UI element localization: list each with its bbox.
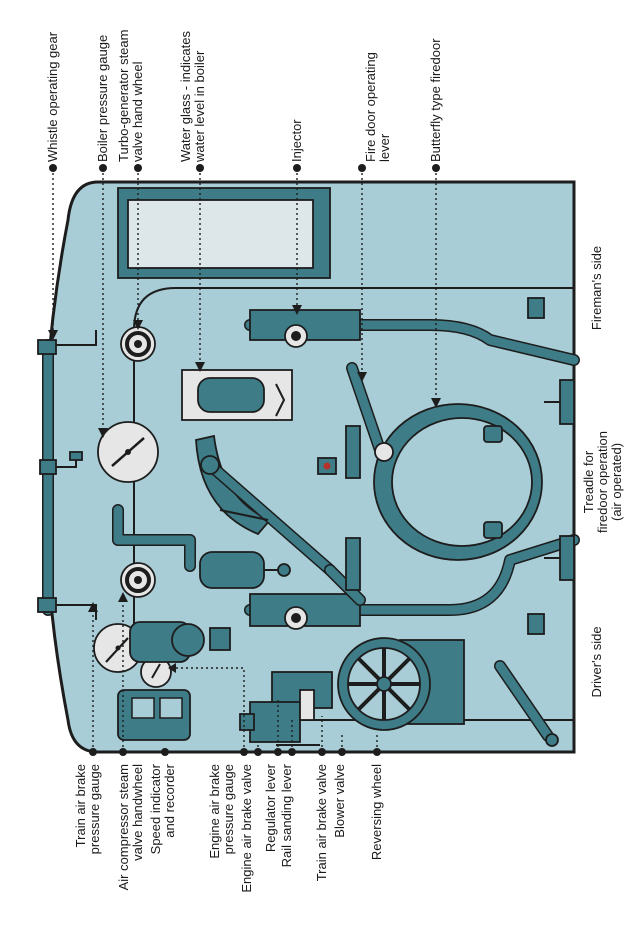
label-aircomp-line2: valve handwheel [130,764,145,861]
upper-panel-window [127,199,314,269]
label-train-gauge-line2: pressure gauge [87,764,102,854]
label-blower: Blower valve [332,764,347,838]
butterfly-firedoor [391,417,533,547]
water-glass-cock [275,383,286,417]
label-aircomp-line1: Air compressor steam [116,764,131,890]
label-water-line2: water level in boiler [192,50,207,163]
label-treadle-line3: (air operated) [609,443,624,521]
whistle-linkage-top [56,330,97,346]
injector-lower [249,593,361,627]
treadle-bracket-4 [527,613,545,635]
label-water-line1: Water glass - indicates [178,30,193,162]
labels-top: Whistle operating gear Boiler pressure g… [45,30,443,163]
injector-pipe-left [113,505,195,571]
label-injector: Injector [289,119,304,162]
treadle-bracket-3 [559,535,575,581]
water-glass [197,377,265,413]
label-turbo-line1: Turbo-generator steam [116,30,131,162]
label-treadle-line2: firedoor operation [595,431,610,533]
label-train-valve: Train air brake valve [314,764,329,881]
treadle-bracket-1 [527,297,545,319]
whistle-handle [69,451,83,461]
label-sanding: Rail sanding lever [279,763,294,867]
whistle-linkage-bottom [56,604,97,620]
label-turbo-line2: valve hand wheel [130,61,145,162]
label-firedoor-line1: Fire door operating [363,52,378,162]
label-treadle-line1: Treadle for [581,450,596,513]
label-drivers-side: Driver's side [589,626,604,697]
label-regulator: Regulator lever [263,763,278,852]
label-eng-valve: Engine air brake valve [239,764,254,893]
label-eng-gauge-line2: pressure gauge [221,764,236,854]
labels-side: Driver's side Treadle for firedoor opera… [581,246,624,698]
leaders-bottom [88,592,381,756]
drivers-side-lever [495,661,553,741]
regulator-lever [205,460,335,575]
blower-valve [299,689,315,721]
labels-bottom: Train air brake pressure gauge Air compr… [73,763,384,892]
label-whistle: Whistle operating gear [45,31,60,162]
leaders-top [48,164,441,438]
label-speed-line1: Speed indicator [148,763,163,854]
whistle-lever [56,458,77,468]
steam-cylinder-left [199,551,265,589]
firedoor-hinge-left [345,425,361,479]
label-train-gauge-line1: Train air brake [73,764,88,847]
upper-steam-pipe [245,320,579,365]
air-compressor-valve [171,623,205,657]
treadle-bracket-2 [559,379,575,425]
firedoor-hinge-right [345,537,361,591]
firedoor-operating-lever [347,363,385,455]
whistle-pivot [39,459,57,475]
label-reversing: Reversing wheel [369,764,384,860]
label-boiler-gauge: Boiler pressure gauge [95,35,110,162]
label-firedoor-line2: lever [377,133,392,162]
lower-steam-pipe [245,535,579,615]
label-speed-line2: and recorder [162,763,177,837]
label-eng-gauge-line1: Engine air brake [207,764,222,859]
whistle-bracket-bottom [37,597,57,613]
label-butterfly: Butterfly type firedoor [428,38,443,162]
label-firemans-side: Fireman's side [589,246,604,330]
whistle-bracket-top [37,339,57,355]
